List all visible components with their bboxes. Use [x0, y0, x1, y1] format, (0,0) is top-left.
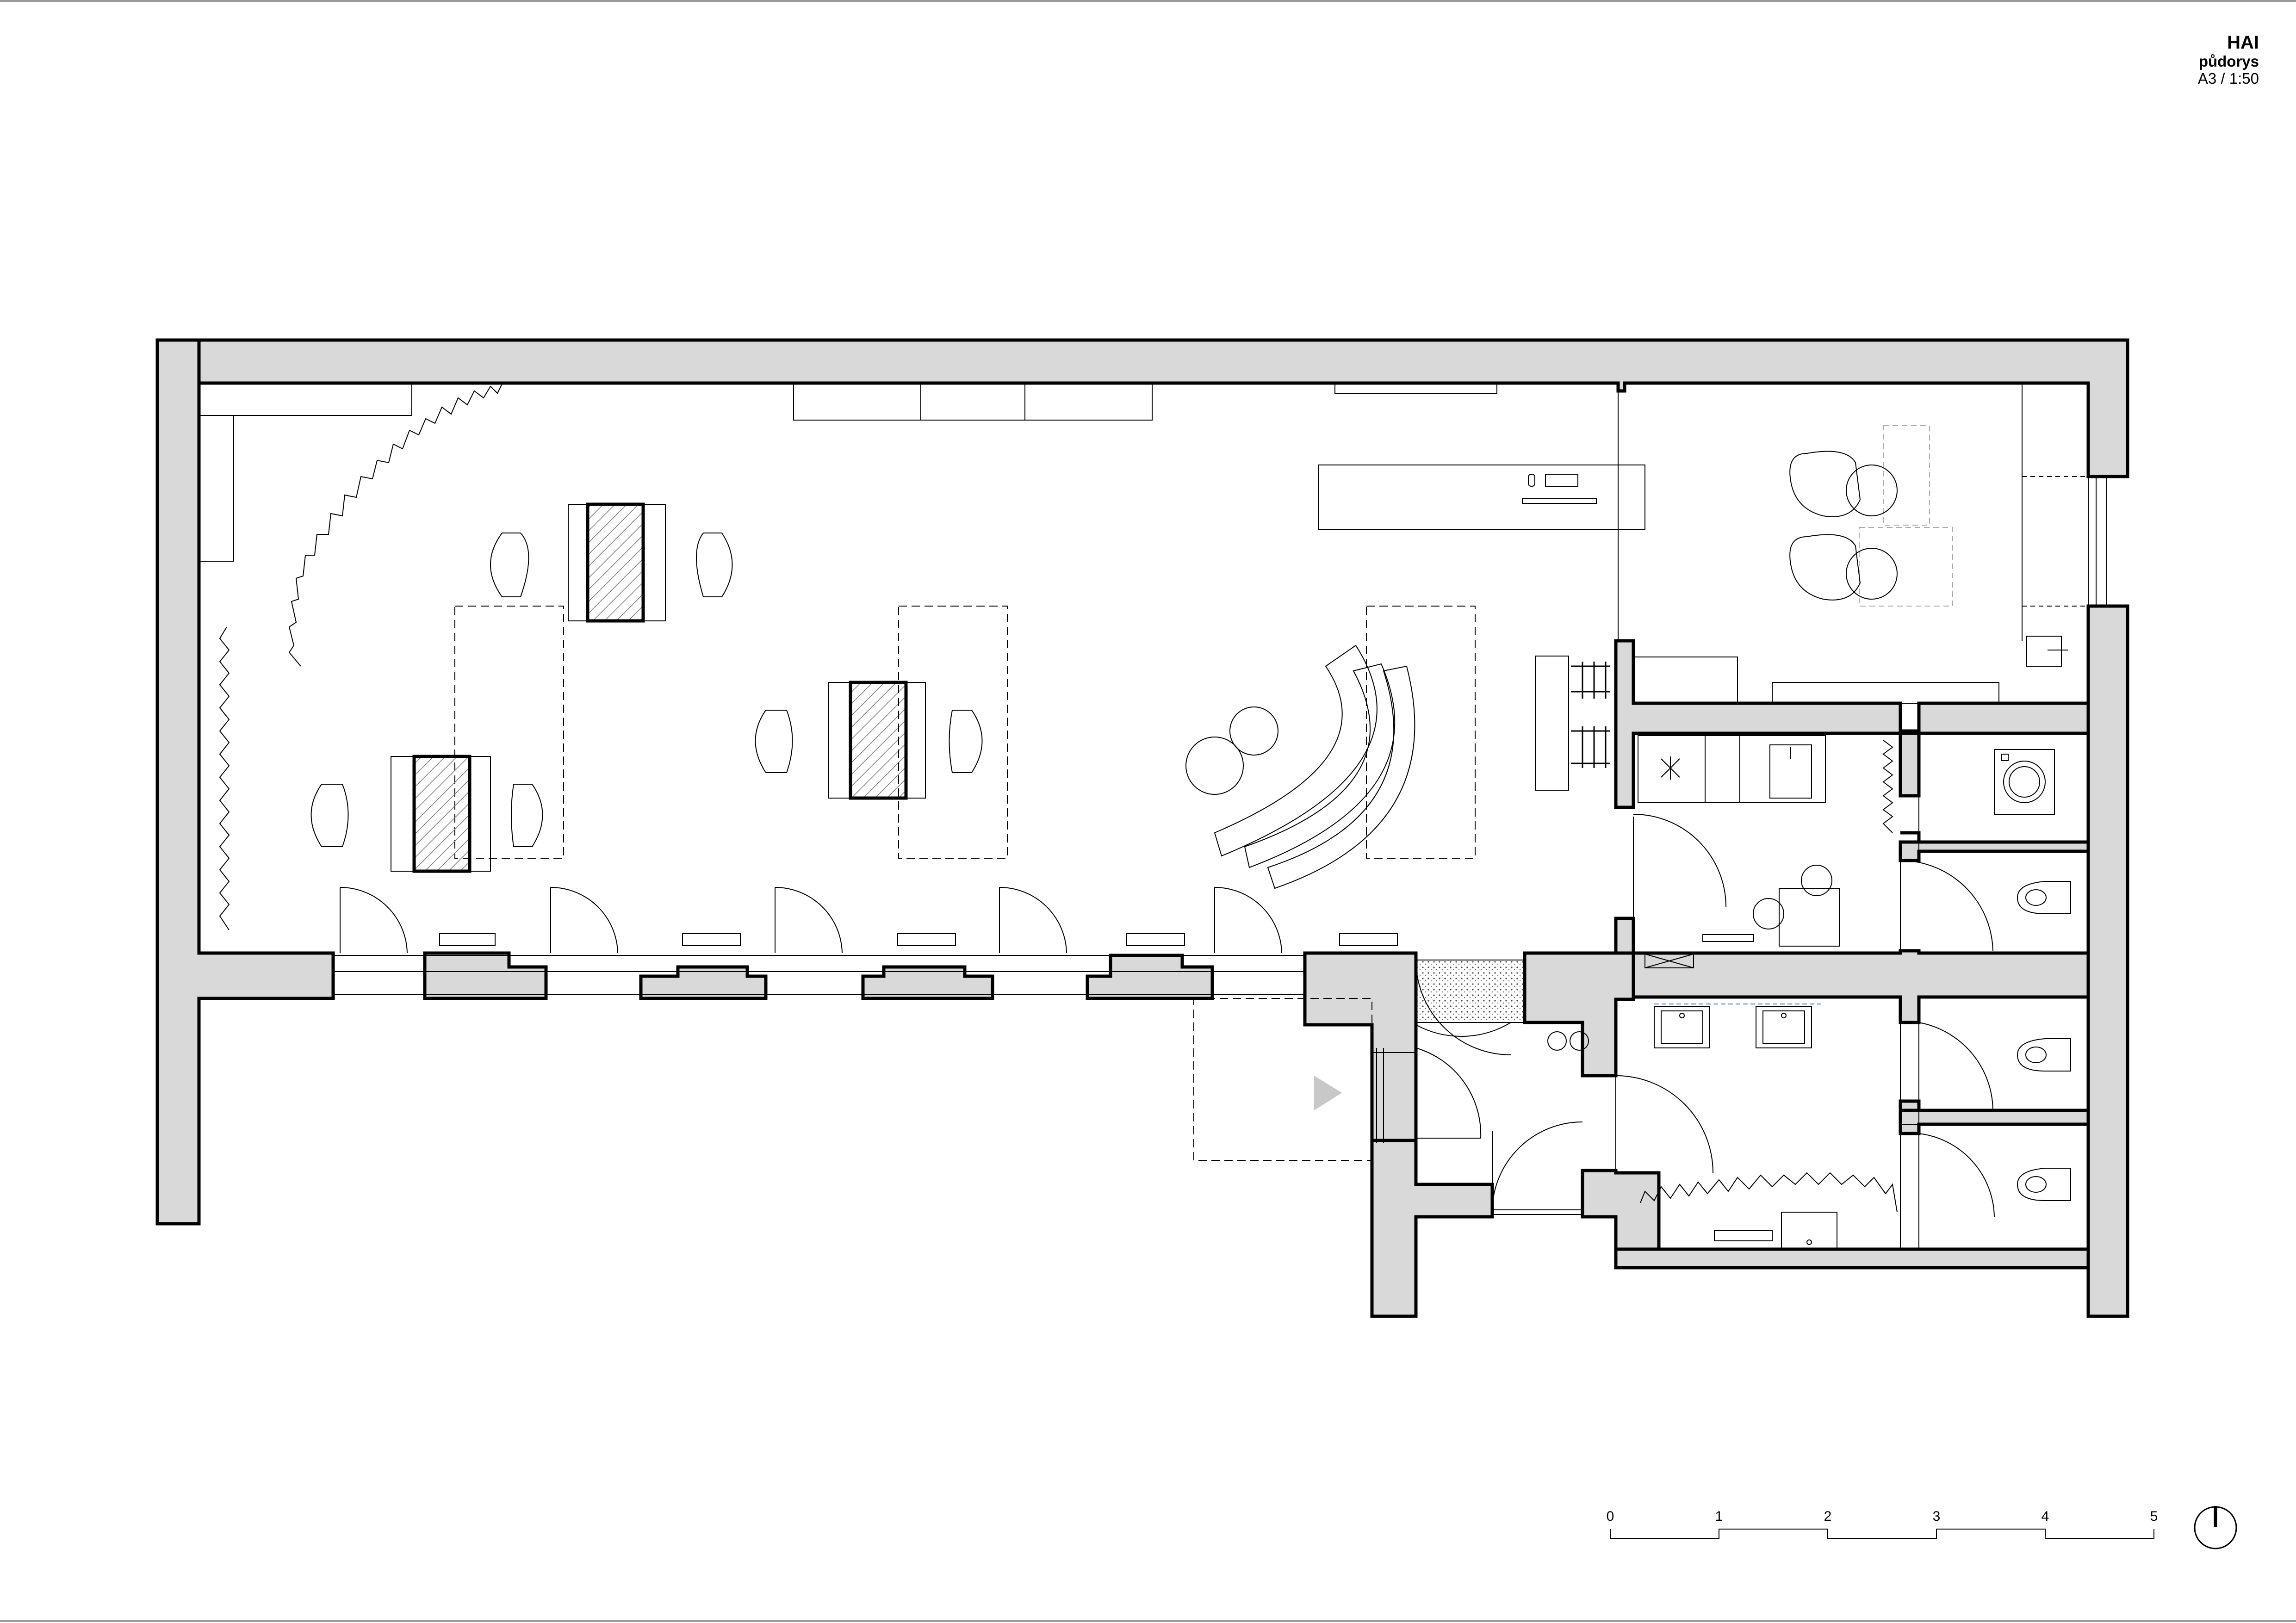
counter-left [199, 383, 412, 416]
wall-core-2 [1523, 951, 1635, 1078]
storefront-glazing [333, 955, 1305, 995]
reception-desk [1318, 465, 1645, 530]
partition-1 [1899, 731, 1921, 798]
scale-bar [1610, 1529, 2154, 1539]
partition-wc-2 [1899, 1109, 2090, 1135]
format-scale: A3 / 1:50 [2197, 69, 2259, 87]
scale-tick-2: 2 [1824, 1509, 1832, 1524]
title-block: HAI půdorys A3 / 1:50 [2198, 32, 2259, 87]
entrance-arrow-icon [1314, 1076, 1342, 1110]
door-2 [550, 887, 741, 954]
restrooms [1615, 860, 2088, 1250]
hanger-rail [1571, 662, 1610, 768]
curtain-washroom [1640, 1172, 1898, 1213]
scale-tick-4: 4 [2042, 1509, 2049, 1524]
pier-1 [423, 951, 548, 1000]
partition-wc-3 [1899, 1099, 1921, 1112]
bottom-frame-line [0, 1620, 2296, 1622]
wall-restroom-bottom [1614, 1247, 2090, 1270]
north-arrow-icon [2194, 1506, 2237, 1549]
pier-corridor-left [1370, 1139, 1494, 1318]
display-shelf [1535, 656, 1569, 791]
shelf-top-right [1334, 383, 1497, 394]
curtain-left [219, 626, 230, 930]
staff-room [1633, 383, 2107, 704]
wall-right [2086, 604, 2129, 1318]
entrance-corridor [1193, 960, 1589, 1217]
door-mat [1415, 960, 1525, 1023]
wall-top [157, 338, 2129, 478]
wall-staff-bottom [1614, 639, 2090, 809]
curtains [219, 384, 503, 930]
curtain-laundry [1882, 740, 1893, 833]
bench-left [199, 415, 234, 562]
curtain-arc [288, 384, 503, 667]
door-3 [775, 887, 956, 954]
manicure-table-3 [310, 755, 543, 873]
scale-tick-0: 0 [1607, 1509, 1614, 1524]
storefront-doors [340, 887, 1398, 954]
scale-tick-1: 1 [1715, 1509, 1723, 1524]
wall-left [155, 338, 335, 1226]
shelf-top [793, 383, 1153, 421]
door-4 [999, 887, 1185, 954]
door-1 [340, 887, 496, 954]
top-frame-line [0, 0, 2296, 2]
kitchenette [1633, 735, 2055, 968]
scale-tick-5: 5 [2150, 1509, 2158, 1524]
manicure-table-1 [454, 502, 733, 859]
wall-kitchen-bottom [1632, 949, 2090, 1024]
pier-2 [639, 965, 768, 1000]
snowflake-icon [1661, 756, 1680, 780]
pier-3 [861, 965, 994, 1000]
salon-furniture [199, 383, 1645, 889]
partition-wc [1899, 840, 2090, 862]
pedicure-bench [1185, 606, 1476, 889]
scale-tick-3: 3 [1933, 1509, 1941, 1524]
drawing-type: půdorys [2198, 52, 2259, 70]
door-5 [1214, 887, 1398, 954]
manicure-table-2 [755, 606, 1008, 859]
pier-4 [1086, 954, 1214, 1000]
project-name: HAI [2227, 32, 2259, 53]
